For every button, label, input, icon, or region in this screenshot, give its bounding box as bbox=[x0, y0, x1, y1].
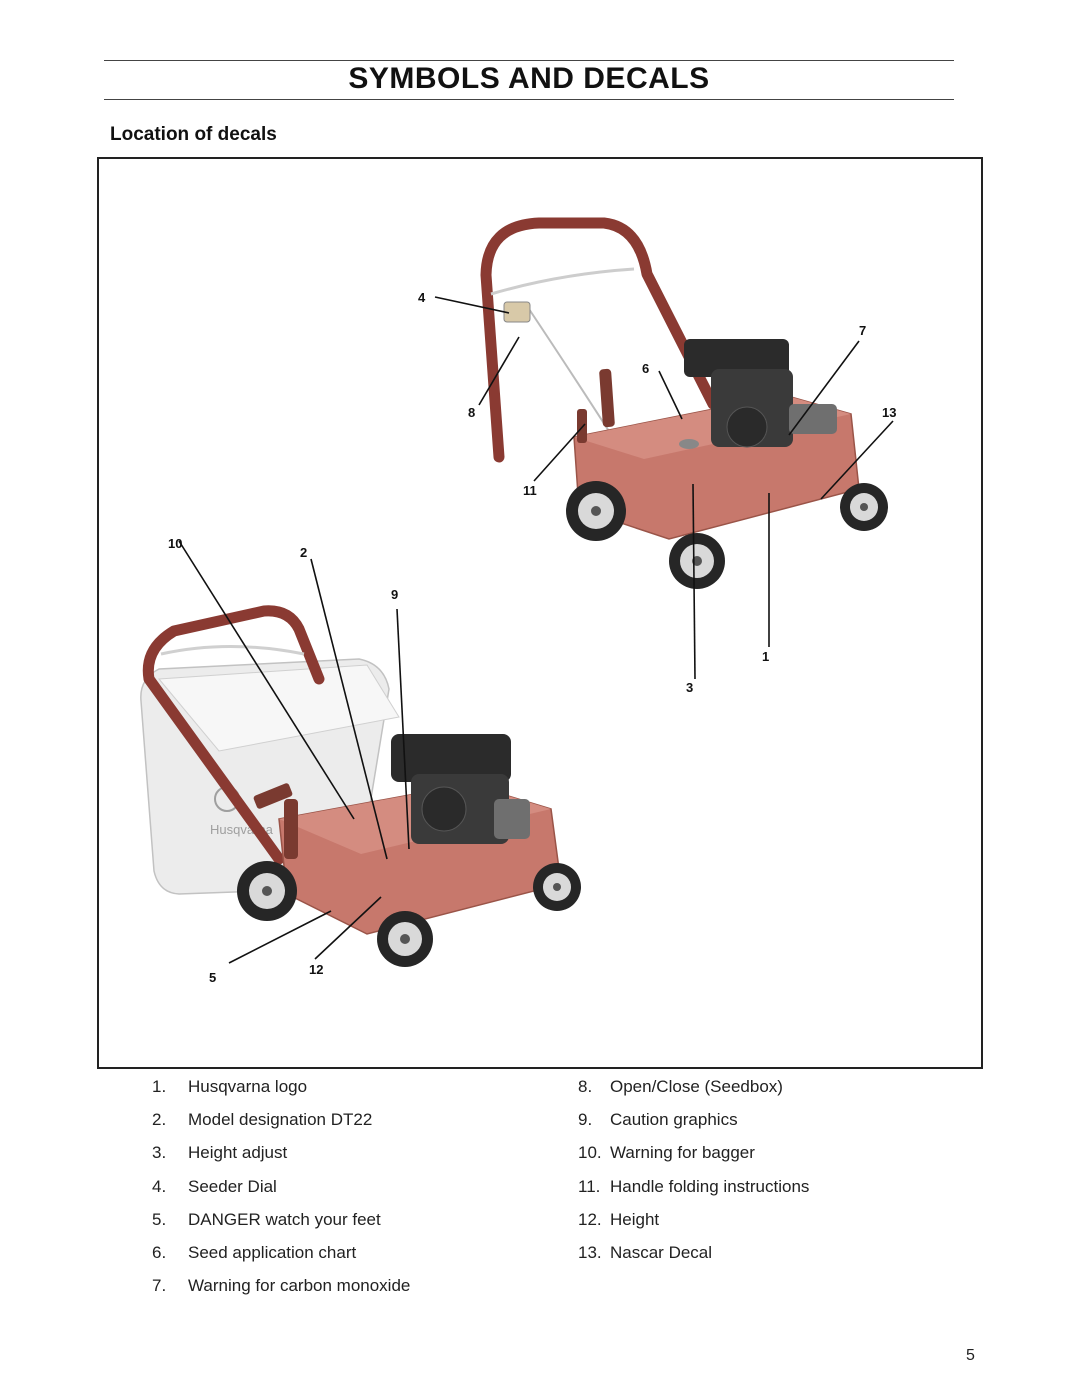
callout-labels: 4 6 7 8 13 11 10 2 9 1 3 5 12 bbox=[168, 290, 896, 985]
callout-8: 8 bbox=[468, 405, 475, 420]
callout-10: 10 bbox=[168, 536, 182, 551]
legend-number: 6. bbox=[152, 1242, 167, 1262]
legend-number: 2. bbox=[152, 1110, 167, 1130]
callout-3: 3 bbox=[686, 680, 693, 695]
mower-illustration: Husqvarna bbox=[140, 217, 896, 985]
legend-item: 10. Warning for bagger bbox=[578, 1143, 809, 1176]
decal-location-figure: Husqvarna bbox=[97, 157, 983, 1069]
legend-item: 11. Handle folding instructions bbox=[578, 1177, 809, 1210]
callout-4: 4 bbox=[418, 290, 426, 305]
legend-left-column: 1. Husqvarna logo 2. Model designation DT2… bbox=[152, 1077, 410, 1309]
legend-item: 8. Open/Close (Seedbox) bbox=[578, 1077, 809, 1110]
legend-number: 4. bbox=[152, 1176, 167, 1196]
callout-5: 5 bbox=[209, 970, 216, 985]
legend-item: 2. Model designation DT22 bbox=[152, 1110, 410, 1143]
legend-number: 12. bbox=[578, 1209, 602, 1229]
legend-item: 1. Husqvarna logo bbox=[152, 1077, 410, 1110]
callout-6: 6 bbox=[642, 361, 649, 376]
lower-wheel-front-left bbox=[377, 911, 433, 967]
legend-text: Height adjust bbox=[188, 1143, 288, 1163]
upper-wheel-back-left bbox=[566, 481, 626, 541]
legend-item: 3. Height adjust bbox=[152, 1143, 410, 1176]
page-title: SYMBOLS AND DECALS bbox=[348, 62, 710, 95]
legend-item: 7. Warning for carbon monoxide bbox=[152, 1276, 410, 1309]
callout-7: 7 bbox=[859, 323, 866, 338]
callout-9: 9 bbox=[391, 587, 398, 602]
upper-mower bbox=[480, 217, 888, 589]
legend-number: 9. bbox=[578, 1110, 593, 1130]
callout-1: 1 bbox=[762, 649, 769, 664]
legend-right-column: 8. Open/Close (Seedbox) 9. Caution graphic… bbox=[578, 1077, 809, 1276]
legend-text: Warning for carbon monoxide bbox=[188, 1276, 411, 1296]
legend-text: Model designation DT22 bbox=[188, 1110, 373, 1130]
legend-number: 10. bbox=[578, 1143, 602, 1163]
legend-number: 5. bbox=[152, 1209, 167, 1229]
callout-12: 12 bbox=[309, 962, 323, 977]
page-number: 5 bbox=[966, 1347, 975, 1364]
legend-item: 12. Height bbox=[578, 1210, 809, 1243]
callout-11: 11 bbox=[523, 483, 537, 498]
lower-wheel-front-right bbox=[533, 863, 581, 911]
leader-lines bbox=[178, 296, 894, 964]
title-rule-top bbox=[104, 60, 954, 61]
upper-wheel-front-right bbox=[840, 483, 888, 531]
legend-text: Seeder Dial bbox=[188, 1176, 277, 1196]
legend-item: 13. Nascar Decal bbox=[578, 1243, 809, 1276]
legend-text: Open/Close (Seedbox) bbox=[610, 1077, 783, 1096]
legend-item: 9. Caution graphics bbox=[578, 1110, 809, 1143]
legend-text: Husqvarna logo bbox=[188, 1077, 308, 1096]
lower-wheel-back-left bbox=[237, 861, 297, 921]
section-heading: Location of decals bbox=[110, 124, 277, 145]
legend-text: Handle folding instructions bbox=[610, 1176, 810, 1196]
legend-item: 4. Seeder Dial bbox=[152, 1177, 410, 1210]
legend-item: 6. Seed application chart bbox=[152, 1243, 410, 1276]
lower-mower: Husqvarna bbox=[140, 605, 581, 967]
legend-text: DANGER watch your feet bbox=[188, 1209, 381, 1229]
callout-13: 13 bbox=[882, 405, 896, 420]
legend-text: Height bbox=[610, 1209, 660, 1229]
legend-number: 8. bbox=[578, 1077, 593, 1096]
legend-number: 3. bbox=[152, 1143, 167, 1163]
legend-number: 11. bbox=[578, 1176, 601, 1196]
title-rule-bottom bbox=[104, 99, 954, 100]
callout-2: 2 bbox=[300, 545, 307, 560]
legend-number: 1. bbox=[152, 1077, 167, 1096]
legend-number: 13. bbox=[578, 1242, 602, 1262]
legend-text: Warning for bagger bbox=[610, 1143, 755, 1163]
legend-text: Caution graphics bbox=[610, 1110, 738, 1130]
legend-text: Nascar Decal bbox=[610, 1242, 713, 1262]
legend-number: 7. bbox=[152, 1276, 167, 1296]
legend-text: Seed application chart bbox=[188, 1242, 357, 1262]
upper-wheel-front-left bbox=[669, 533, 725, 589]
legend-item: 5. DANGER watch your feet bbox=[152, 1210, 410, 1243]
